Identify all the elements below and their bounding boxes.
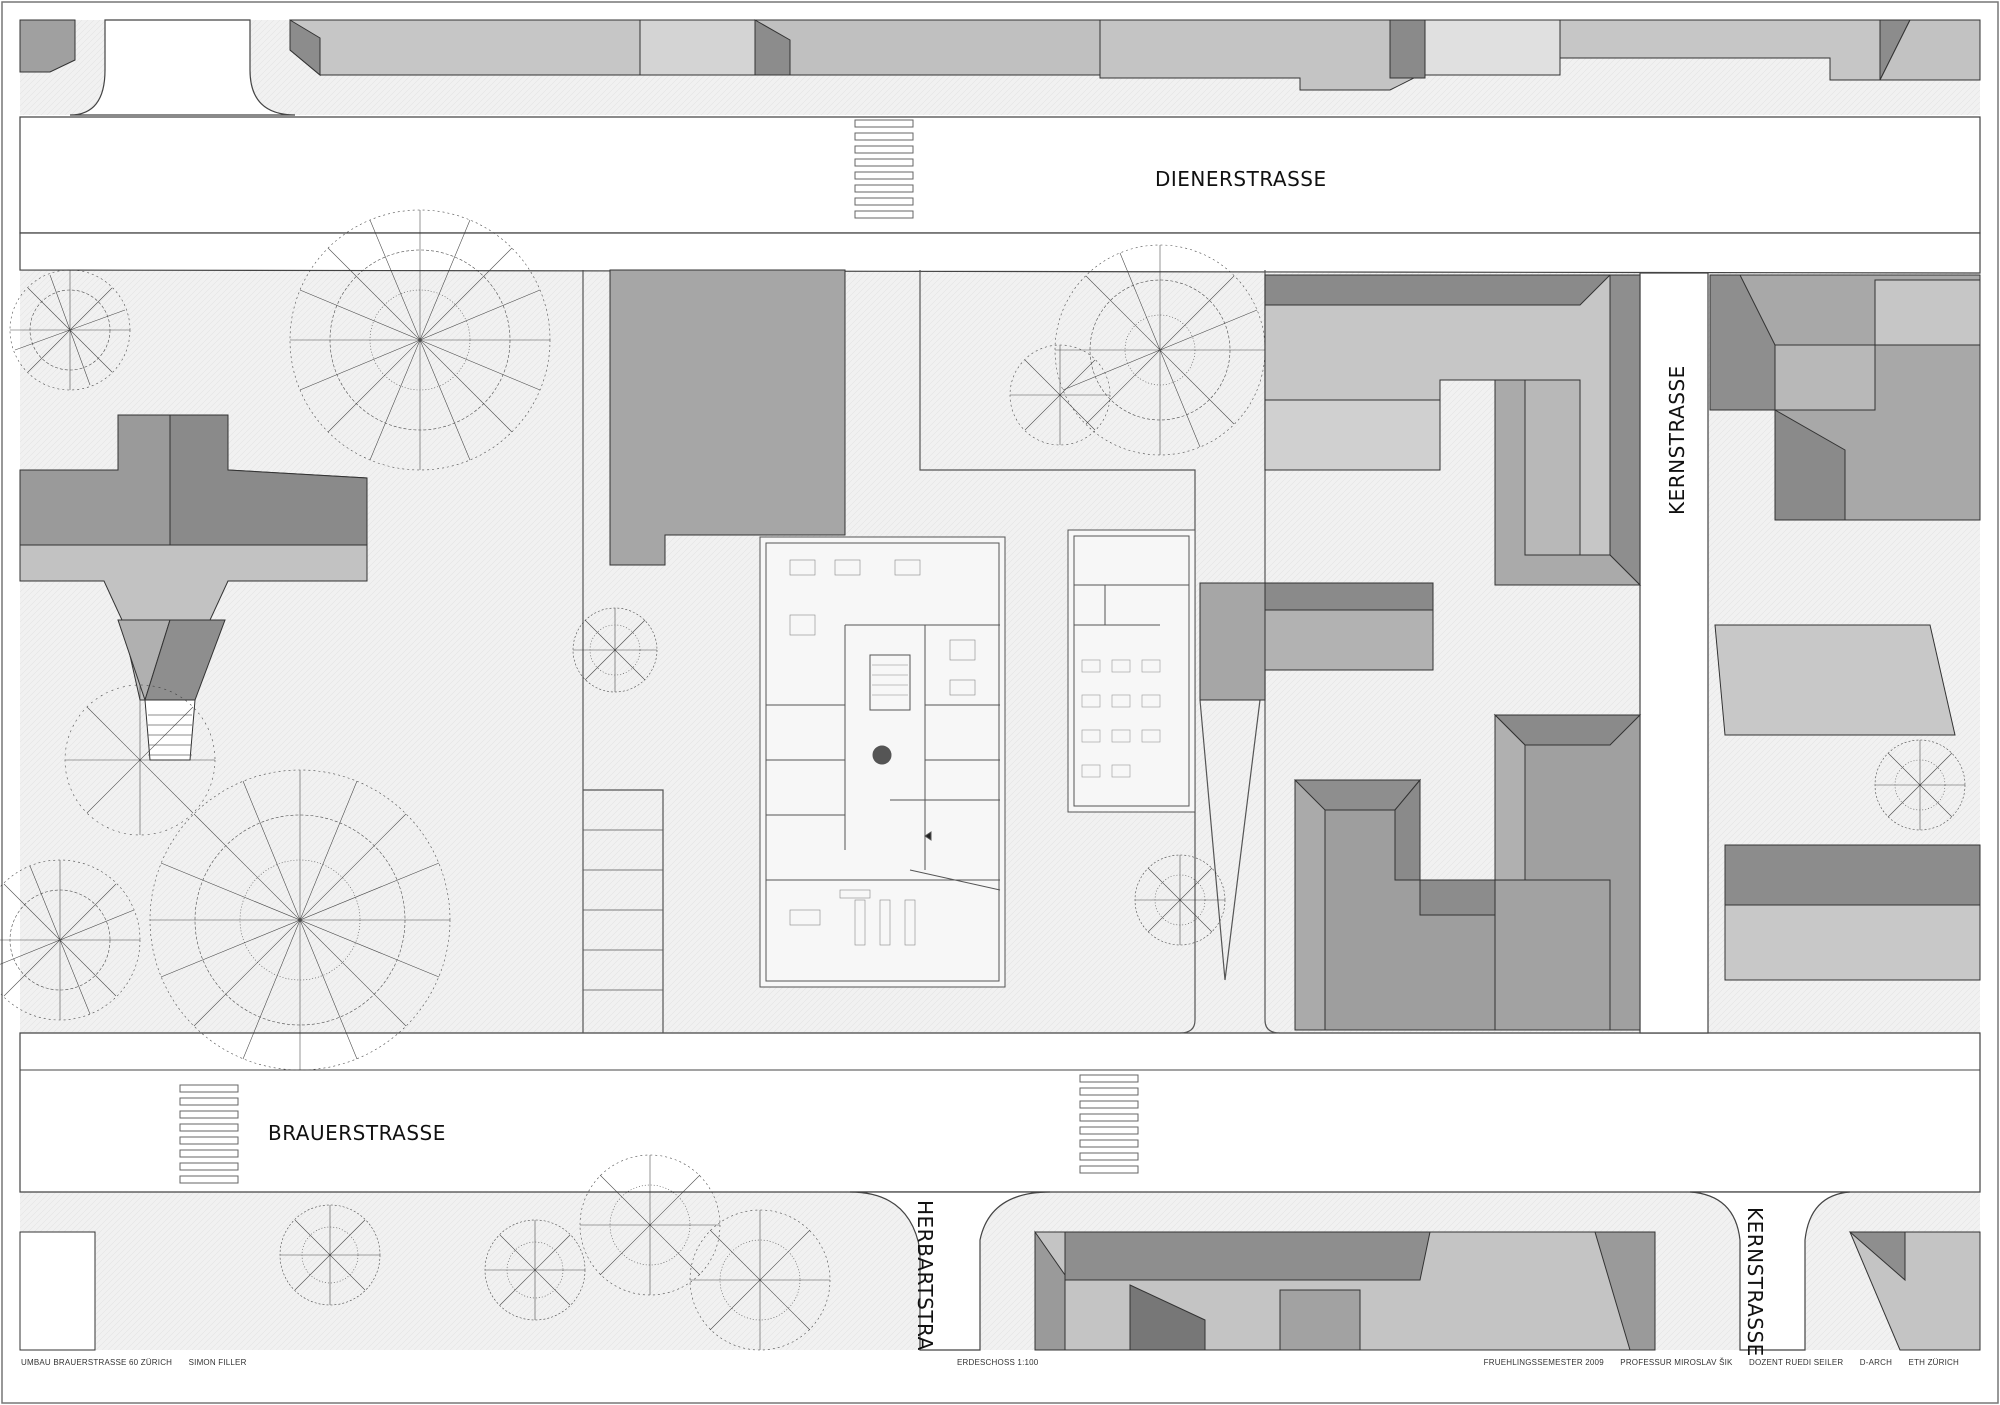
tree-canopy-icon: [149, 769, 451, 1071]
footer-lecturer: DOZENT RUEDI SEILER: [1749, 1358, 1844, 1367]
dienerstrasse-road: [19, 116, 1981, 234]
tree-canopy-icon: [1874, 739, 1966, 831]
tree-canopy-icon: [579, 1154, 721, 1296]
tree-canopy-icon: [289, 209, 551, 471]
footer-project: UMBAU BRAUERSTRASSE 60 ZÜRICH: [21, 1358, 173, 1367]
footer-department: D-ARCH: [1859, 1358, 1893, 1367]
adjacent-building-north: [609, 269, 846, 566]
street-label-kernstrasse-south: KERNSTRASSE: [1743, 1207, 1767, 1357]
trees: [0, 209, 1966, 1351]
footer-semester: FRUEHLINGSSEMESTER 2009: [1483, 1358, 1604, 1367]
tree-canopy-icon: [484, 1219, 586, 1321]
tree-canopy-icon: [279, 1204, 381, 1306]
tree-canopy-icon: [1134, 854, 1226, 946]
buildings-north: [19, 19, 1981, 91]
north-arrow-icon: [924, 831, 932, 841]
brauerstrasse-road: [19, 1032, 1981, 1193]
street-label-brauerstrasse: BRAUERSTRASSE: [268, 1121, 446, 1145]
buildings-east: [1199, 274, 1642, 1031]
street-label-herbartstrasse: HERBARTSTRA: [913, 1200, 937, 1351]
streets: [19, 19, 1981, 1351]
footer-right: FRUEHLINGSSEMESTER 2009 PROFESSUR MIROSL…: [1484, 1358, 1959, 1367]
tree-canopy-icon: [689, 1209, 831, 1351]
project-floor-plan: [759, 536, 1006, 988]
dienerstrasse-sidewalk: [19, 232, 1981, 274]
tree-canopy-icon: [64, 684, 216, 836]
footer-author: SIMON FILLER: [188, 1358, 247, 1367]
street-label-kernstrasse-north: KERNSTRASSE: [1665, 365, 1689, 515]
tree-canopy-icon: [572, 607, 658, 693]
tree-canopy-icon: [1054, 244, 1266, 456]
street-label-dienerstrasse: DIENERSTRASSE: [1155, 167, 1327, 191]
footer-professor: PROFESSUR MIROSLAV ŠIK: [1620, 1358, 1733, 1367]
tree-canopy-icon: [9, 269, 131, 391]
annex-floor-plan: [1067, 529, 1196, 813]
buildings-far-east: [1709, 274, 1981, 981]
villa-building: [19, 414, 368, 761]
tree-canopy-icon: [0, 859, 141, 1021]
footer-school: ETH ZÜRICH: [1908, 1358, 1959, 1367]
footer-plan-title: ERDESCHOSS 1:100: [957, 1358, 1039, 1367]
buildings-south: [19, 1230, 1981, 1351]
zebra-crossing-icon: [179, 119, 1139, 1184]
footer-left: UMBAU BRAUERSTRASSE 60 ZÜRICH SIMON FILL…: [21, 1358, 247, 1367]
tree-canopy-icon: [1009, 344, 1111, 446]
